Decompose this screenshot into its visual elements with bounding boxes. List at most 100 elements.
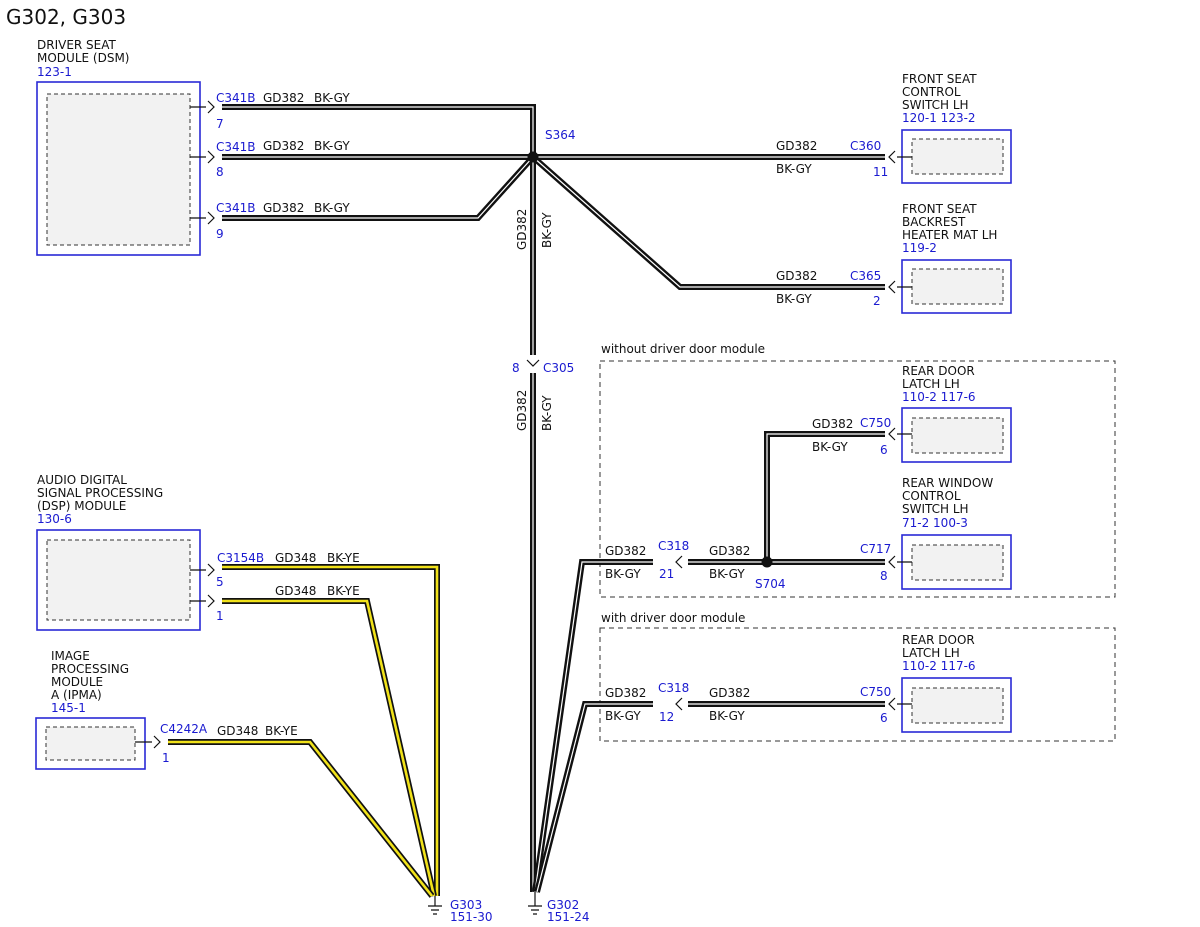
circuit-color: BK-YE bbox=[327, 551, 360, 565]
module-rear-window-control-switch[interactable]: REAR WINDOW CONTROL SWITCH LH 71-2 100-3 bbox=[901, 476, 1012, 590]
circuit-label: GD382 bbox=[776, 269, 817, 283]
module-audio-dsp[interactable]: AUDIO DIGITAL SIGNAL PROCESSING (DSP) MO… bbox=[36, 473, 201, 631]
connector-label: C305 bbox=[543, 361, 574, 375]
module-driver-seat[interactable]: DRIVER SEAT MODULE (DSM) 123-1 bbox=[36, 38, 201, 256]
wire-gd348-dsp-1[interactable] bbox=[222, 598, 437, 897]
module-front-seat-backrest-heater[interactable]: FRONT SEAT BACKREST HEATER MAT LH 119-2 bbox=[901, 202, 1012, 314]
module-name-line: IMAGE bbox=[51, 649, 90, 663]
module-ref: 110-2 117-6 bbox=[902, 390, 976, 404]
connector-label: C717 bbox=[860, 542, 891, 556]
circuit-label: GD382 bbox=[605, 686, 646, 700]
circuit-color: BK-GY bbox=[314, 201, 350, 215]
module-name-line: FRONT SEAT bbox=[902, 72, 977, 86]
circuit-label: GD382 bbox=[776, 139, 817, 153]
module-name-line: HEATER MAT LH bbox=[902, 228, 997, 242]
module-name-line: SIGNAL PROCESSING bbox=[37, 486, 163, 500]
wire-gd382-dsm-7[interactable] bbox=[222, 104, 536, 157]
circuit-color: BK-GY bbox=[776, 162, 812, 176]
circuit-color: BK-GY bbox=[314, 139, 350, 153]
connector-label: C750 bbox=[860, 416, 891, 430]
module-rear-door-latch-1[interactable]: REAR DOOR LATCH LH 110-2 117-6 bbox=[901, 364, 1012, 463]
group-without-door-module bbox=[599, 360, 1116, 598]
ground-g302[interactable]: G302 151-24 bbox=[528, 892, 590, 924]
pin-number: 6 bbox=[880, 443, 888, 457]
module-ref: 123-1 bbox=[37, 65, 72, 79]
module-name-line: REAR WINDOW bbox=[902, 476, 993, 490]
circuit-color: BK-YE bbox=[265, 724, 298, 738]
splice-label-s364: S364 bbox=[545, 128, 576, 142]
group-without-label: without driver door module bbox=[601, 342, 765, 356]
pin-number: 6 bbox=[880, 711, 888, 725]
connector-label: C3154B bbox=[217, 551, 264, 565]
module-name-line: LATCH LH bbox=[902, 377, 960, 391]
module-ref: 71-2 100-3 bbox=[902, 516, 968, 530]
module-name-line: REAR DOOR bbox=[902, 633, 975, 647]
module-ref: 145-1 bbox=[51, 701, 86, 715]
connector-label: C4242A bbox=[160, 722, 208, 736]
circuit-color: BK-GY bbox=[540, 212, 554, 248]
pin-number: 21 bbox=[659, 567, 674, 581]
circuit-color: BK-GY bbox=[709, 709, 745, 723]
module-name-line: (DSP) MODULE bbox=[37, 499, 126, 513]
module-name-line: AUDIO DIGITAL bbox=[37, 473, 127, 487]
circuit-label: GD348 bbox=[275, 584, 316, 598]
circuit-label: GD382 bbox=[263, 91, 304, 105]
module-name-line: CONTROL bbox=[902, 489, 961, 503]
circuit-label: GD382 bbox=[605, 544, 646, 558]
circuit-label: GD382 bbox=[515, 390, 529, 431]
connector-label: C318 bbox=[658, 681, 689, 695]
circuit-label: GD348 bbox=[275, 551, 316, 565]
page-title: G302, G303 bbox=[6, 5, 126, 29]
circuit-label: GD382 bbox=[263, 139, 304, 153]
ground-label: G302 bbox=[547, 898, 579, 912]
module-name-line: MODULE bbox=[51, 675, 103, 689]
pin-number: 1 bbox=[216, 609, 224, 623]
module-name-line: CONTROL bbox=[902, 85, 961, 99]
wire-gd382-c365[interactable] bbox=[531, 154, 885, 290]
ground-ref: 151-30 bbox=[450, 910, 493, 924]
wire-gd348-dsp-5[interactable] bbox=[222, 564, 440, 896]
module-ref: 130-6 bbox=[37, 512, 72, 526]
module-name-line: SWITCH LH bbox=[902, 98, 969, 112]
module-name-line: BACKREST bbox=[902, 215, 966, 229]
circuit-color: BK-GY bbox=[540, 395, 554, 431]
circuit-label: GD382 bbox=[812, 417, 853, 431]
wire-gd382-c318-12[interactable] bbox=[534, 701, 653, 893]
module-ipma[interactable]: IMAGE PROCESSING MODULE A (IPMA) 145-1 bbox=[35, 649, 146, 770]
connector-label: C750 bbox=[860, 685, 891, 699]
circuit-label: GD348 bbox=[217, 724, 258, 738]
group-with-door-module bbox=[599, 627, 1116, 742]
wire-gd382-dsm-9[interactable] bbox=[222, 154, 536, 221]
module-name-line: PROCESSING bbox=[51, 662, 129, 676]
wire-gd382-c318-21[interactable] bbox=[532, 559, 653, 893]
wire-gd382-s704-c750[interactable] bbox=[764, 431, 885, 562]
module-name-line: SWITCH LH bbox=[902, 502, 969, 516]
ground-g303[interactable]: G303 151-30 bbox=[428, 896, 493, 924]
pin-number: 5 bbox=[216, 575, 224, 589]
pin-number: 12 bbox=[659, 710, 674, 724]
connector-label: C365 bbox=[850, 269, 881, 283]
circuit-label: GD382 bbox=[709, 686, 750, 700]
connector-label: C341B bbox=[216, 201, 256, 215]
circuit-color: BK-GY bbox=[605, 567, 641, 581]
module-rear-door-latch-2[interactable]: REAR DOOR LATCH LH 110-2 117-6 bbox=[901, 633, 1012, 733]
connector-label: C341B bbox=[216, 140, 256, 154]
circuit-label: GD382 bbox=[709, 544, 750, 558]
module-name-line: DRIVER SEAT bbox=[37, 38, 117, 52]
ground-ref: 151-24 bbox=[547, 910, 590, 924]
pin-number: 7 bbox=[216, 117, 224, 131]
wire-gd348-ipma-1[interactable] bbox=[168, 739, 435, 898]
connector-label: C341B bbox=[216, 91, 256, 105]
pin-number: 8 bbox=[216, 165, 224, 179]
splice-s364[interactable] bbox=[527, 151, 539, 163]
module-name-line: FRONT SEAT bbox=[902, 202, 977, 216]
splice-s704[interactable] bbox=[761, 556, 773, 568]
group-with-label: with driver door module bbox=[601, 611, 745, 625]
module-ref: 110-2 117-6 bbox=[902, 659, 976, 673]
module-ref: 119-2 bbox=[902, 241, 937, 255]
circuit-color: BK-GY bbox=[709, 567, 745, 581]
module-front-seat-control-switch[interactable]: FRONT SEAT CONTROL SWITCH LH 120-1 123-2 bbox=[901, 72, 1012, 184]
circuit-label: GD382 bbox=[263, 201, 304, 215]
circuit-color: BK-GY bbox=[812, 440, 848, 454]
